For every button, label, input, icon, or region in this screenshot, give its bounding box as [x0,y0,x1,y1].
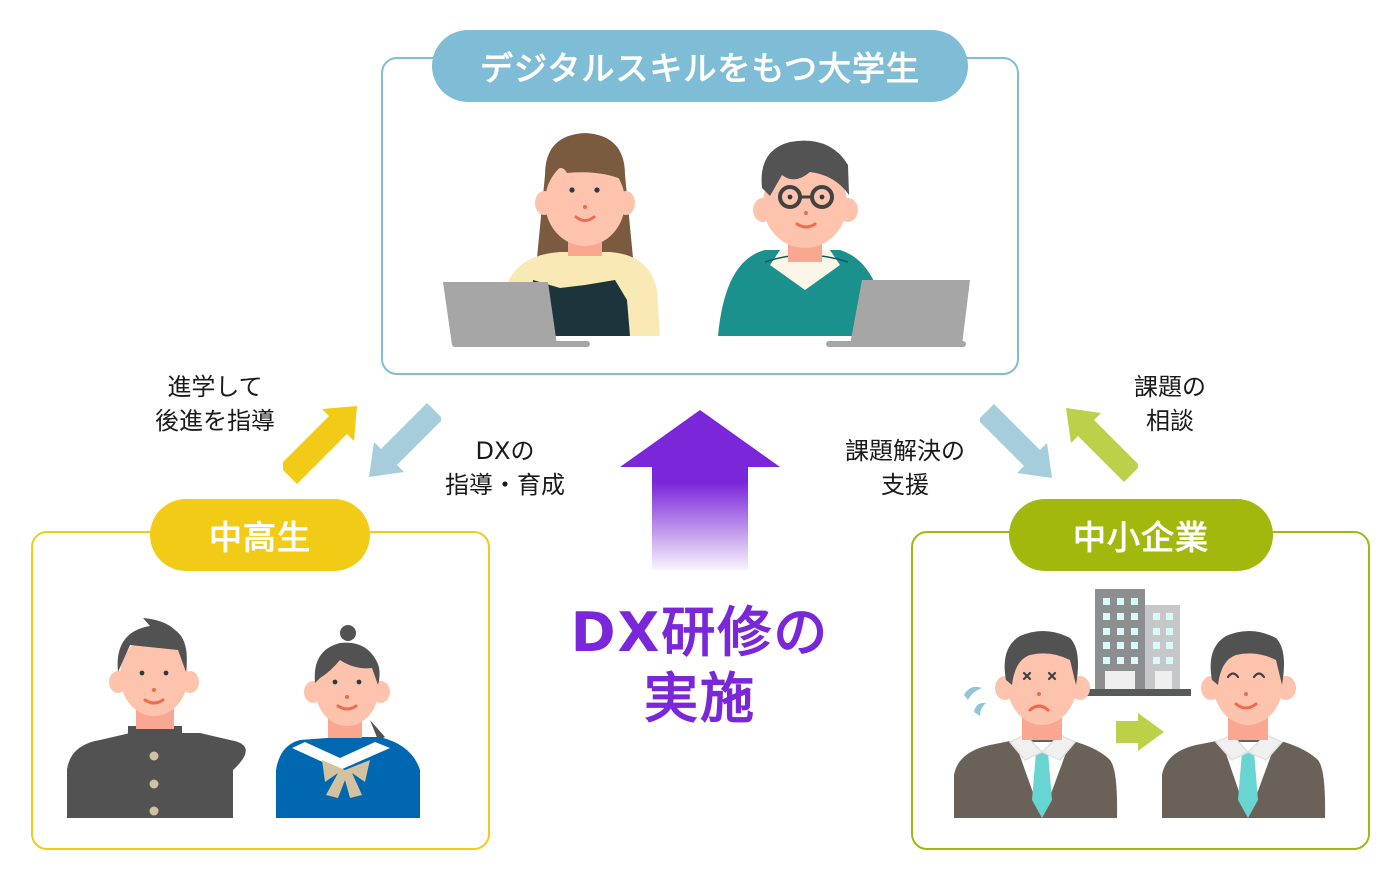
flow-label-line: 進学して [167,373,263,401]
flow-label-line: 課題の [1134,373,1206,401]
office-building-icon [1086,589,1191,696]
dx-training-title-line: DX研修の [570,601,830,664]
dx-training-title: DX研修の 実施 [540,600,860,732]
flow-label-line: 後進を指導 [155,407,275,435]
arrow-down-left-blue-icon [369,403,441,477]
university-students-title: デジタルスキルをもつ大学生 [432,30,968,102]
arrow-up-purple-icon [620,410,780,570]
flow-label-line: 課題解決の [845,437,965,465]
flow-label-line: 相談 [1146,407,1194,435]
flow-label-consultation: 課題の 相談 [1105,370,1235,438]
arrow-down-right-blue-icon [980,404,1052,478]
arrow-up-left-green-icon [1066,408,1138,482]
flow-label-line: 指導・育成 [445,471,565,499]
flow-label-dx-guidance: DXの 指導・育成 [430,434,580,502]
worried-businessman-illustration [954,630,1118,818]
sme-title: 中小企業 [1009,499,1273,571]
female-student-illustration [505,133,660,336]
male-student-illustration [718,140,888,336]
arrow-up-right-yellow-icon [283,406,357,484]
dx-training-title-line: 実施 [644,667,756,730]
flow-label-line: 支援 [881,471,929,499]
boy-student-illustration [67,618,246,818]
laptop-left-icon [443,282,590,347]
laptop-right-icon [826,280,970,347]
arrow-right-green-icon [1116,713,1164,751]
secondary-students-title: 中高生 [150,499,370,571]
flow-label-return-to-guide: 進学して 後進を指導 [140,370,290,438]
flow-label-line: DXの [475,437,535,465]
smiling-businessman-illustration [1162,630,1326,818]
girl-student-illustration [276,625,420,818]
sweat-drop-icon [964,686,982,700]
flow-label-problem-solving-support: 課題解決の 支援 [825,434,985,502]
